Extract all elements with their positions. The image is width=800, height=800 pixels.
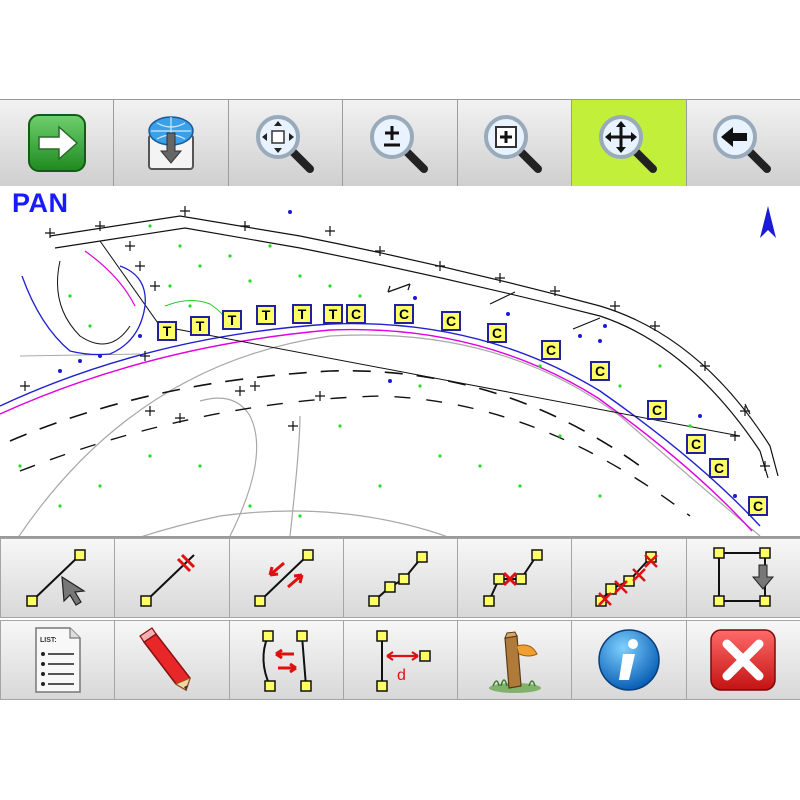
zoom-plus-minus-icon (369, 115, 428, 173)
info-button[interactable] (571, 620, 687, 700)
tool-row-1 (0, 538, 800, 618)
close-button[interactable] (685, 620, 800, 700)
zoom-back-arrow-icon (713, 115, 772, 173)
distance-tool[interactable]: d (342, 620, 459, 700)
marker-c[interactable]: C (487, 323, 507, 343)
pencil-icon (139, 627, 191, 692)
map-drawing (0, 206, 779, 536)
list-label: LIST: (40, 637, 57, 644)
line-cursor-icon (25, 549, 86, 607)
break-line-tool[interactable] (114, 538, 230, 618)
marker-t[interactable]: T (157, 321, 177, 341)
polyline-delete-vertex-icon (483, 549, 543, 607)
download-button[interactable] (114, 100, 229, 186)
info-icon (598, 629, 660, 691)
survey-stake-icon (488, 631, 541, 693)
tool-row-2: LIST: d (0, 620, 800, 700)
curve-offset-tool[interactable] (228, 620, 344, 700)
zoom-extent-button[interactable] (228, 100, 344, 186)
red-x-close-icon (710, 629, 777, 691)
marker-c[interactable]: C (748, 496, 768, 516)
curve-offset-icon (262, 630, 312, 692)
marker-c[interactable]: C (441, 311, 461, 331)
pan-magnifier-icon (598, 115, 657, 173)
marker-t[interactable]: T (292, 304, 312, 324)
delete-multiple-vertices-tool[interactable] (571, 538, 687, 618)
survey-markers: T T T T T T C C C C C C C C C C (0, 186, 800, 536)
polyline-delete-multiple-icon (595, 551, 658, 607)
pan-button[interactable] (572, 100, 687, 186)
polyline-tool[interactable] (342, 538, 459, 618)
polyline-icon (368, 551, 429, 607)
north-arrow-icon (760, 206, 776, 238)
stakeout-tool[interactable] (457, 620, 573, 700)
zoom-extent-icon (255, 115, 314, 173)
marker-c[interactable]: C (541, 340, 561, 360)
zoom-previous-button[interactable] (686, 100, 800, 186)
forward-arrow-button[interactable] (0, 100, 115, 186)
point-list-icon: LIST: (34, 627, 81, 693)
distance-d-icon: d (376, 630, 432, 692)
marker-c[interactable]: C (394, 304, 414, 324)
map-canvas[interactable]: PAN T T T T T T C C C C C C C C C C (0, 186, 800, 538)
marker-c[interactable]: C (346, 304, 366, 324)
line-break-icon (140, 553, 195, 607)
select-line-tool[interactable] (0, 538, 116, 618)
point-list-tool[interactable]: LIST: (0, 620, 116, 700)
green-right-arrow-icon (27, 114, 86, 172)
delete-vertex-tool[interactable] (457, 538, 573, 618)
zoom-window-icon (484, 115, 543, 173)
marker-c[interactable]: C (590, 361, 610, 381)
rectangle-tool[interactable] (685, 538, 800, 618)
line-offset-arrows-icon (254, 549, 314, 607)
marker-t[interactable]: T (190, 316, 210, 336)
marker-t[interactable]: T (256, 305, 276, 325)
marker-t[interactable]: T (323, 304, 343, 324)
offset-line-tool[interactable] (228, 538, 344, 618)
marker-c[interactable]: C (647, 400, 667, 420)
mode-label: PAN (12, 188, 69, 218)
top-toolbar (0, 99, 800, 188)
zoom-in-out-button[interactable] (343, 100, 458, 186)
zoom-window-button[interactable] (457, 100, 573, 186)
marker-c[interactable]: C (709, 458, 729, 478)
edit-tool[interactable] (114, 620, 230, 700)
marker-c[interactable]: C (686, 434, 706, 454)
globe-download-icon (148, 116, 195, 170)
rectangle-down-arrow-icon (713, 547, 775, 607)
marker-t[interactable]: T (222, 310, 242, 330)
distance-label: d (397, 667, 406, 684)
